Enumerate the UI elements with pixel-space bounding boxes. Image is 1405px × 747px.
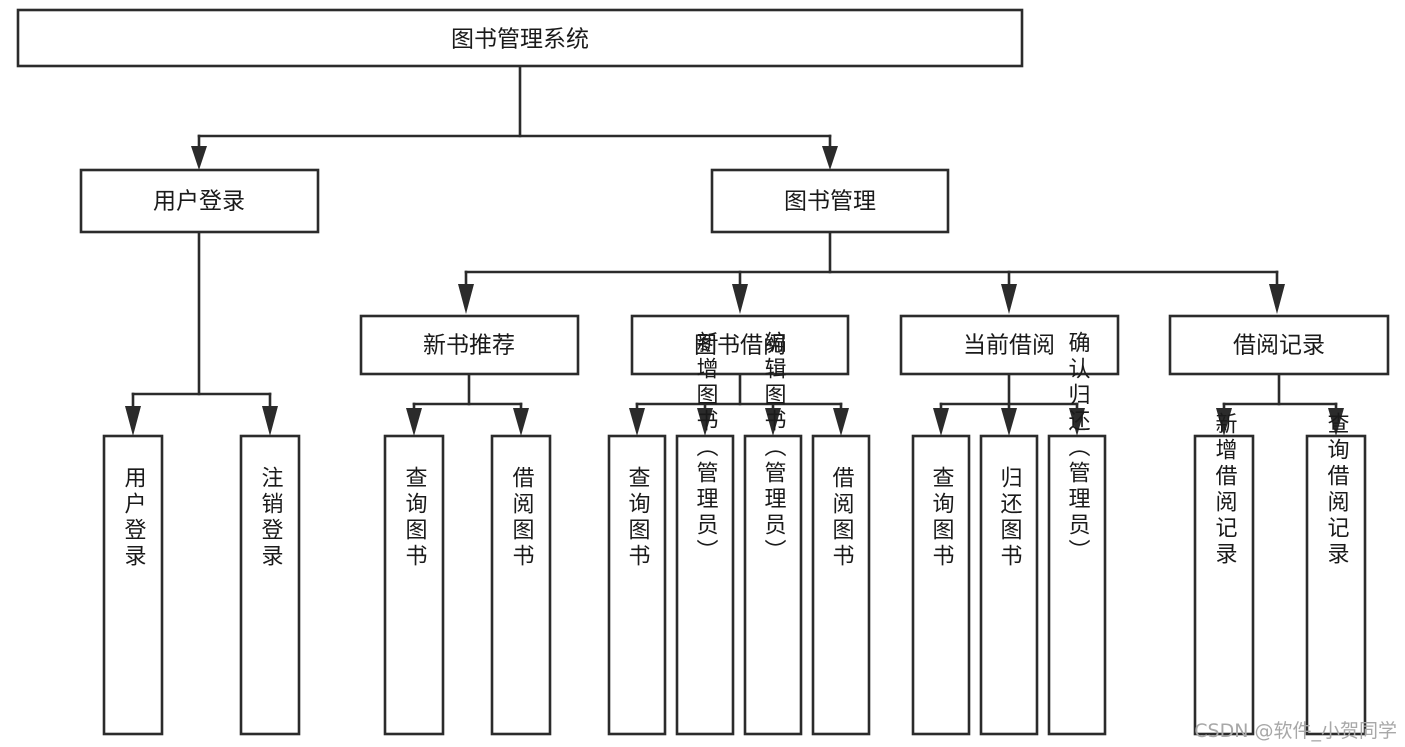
arrow-head-leaf-borrow-book-2 xyxy=(833,408,849,436)
node-leaf-return-book-box[interactable] xyxy=(979,434,1039,736)
node-leaf-borrow-book-1-box[interactable] xyxy=(490,434,552,736)
node-user-login-box[interactable] xyxy=(79,168,320,234)
node-leaf-query-book-2-box[interactable] xyxy=(607,434,667,736)
arrow-head-leaf-edit-book xyxy=(765,408,781,436)
node-book-manage-label: 图书管理 xyxy=(784,189,876,215)
arrow-head-leaf-return-book xyxy=(1001,408,1017,436)
arrow-head-current-borrow xyxy=(1001,284,1017,314)
node-leaf-query-book-3[interactable]: 查询图书 xyxy=(911,434,971,736)
node-leaf-add-book[interactable]: 新增图书（管理员） xyxy=(675,331,735,736)
arrow-head-leaf-query-book-1 xyxy=(406,408,422,436)
node-leaf-query-record-box[interactable] xyxy=(1305,434,1367,736)
node-leaf-add-record-box[interactable] xyxy=(1193,434,1255,736)
arrow-head-book-borrow xyxy=(732,284,748,314)
node-leaf-user-login[interactable]: 用户登录 xyxy=(102,434,164,736)
node-leaf-query-book-2[interactable]: 查询图书 xyxy=(607,434,667,736)
node-leaf-query-record-label: 查询借阅记录 xyxy=(1324,412,1350,568)
node-book-manage[interactable]: 图书管理 xyxy=(710,168,950,234)
arrow-head-book-manage xyxy=(822,146,838,170)
node-user-login-label: 用户登录 xyxy=(153,189,245,215)
node-leaf-add-book-label: 新增图书（管理员） xyxy=(693,331,719,565)
node-leaf-confirm-return[interactable]: 确认归还（管理员） xyxy=(1047,331,1107,736)
node-leaf-edit-book-label: 编辑图书（管理员） xyxy=(761,331,787,565)
arrow-head-leaf-logout-login xyxy=(262,406,278,436)
node-root-box[interactable] xyxy=(16,8,1024,68)
connector-layer xyxy=(125,64,1344,436)
node-leaf-query-book-3-box[interactable] xyxy=(911,434,971,736)
node-leaf-add-book-box[interactable] xyxy=(675,434,735,736)
node-leaf-query-book-1[interactable]: 查询图书 xyxy=(383,434,445,736)
node-leaf-borrow-book-1[interactable]: 借阅图书 xyxy=(490,434,552,736)
node-leaf-confirm-return-box[interactable] xyxy=(1047,434,1107,736)
node-book-manage-box[interactable] xyxy=(710,168,950,234)
node-leaf-borrow-book-2-box[interactable] xyxy=(811,434,871,736)
arrow-head-leaf-query-record xyxy=(1328,408,1344,436)
node-leaf-user-login-label: 用户登录 xyxy=(121,466,147,570)
node-current-borrow[interactable]: 当前借阅 xyxy=(899,314,1120,376)
node-borrow-record[interactable]: 借阅记录 xyxy=(1168,314,1390,376)
node-user-login[interactable]: 用户登录 xyxy=(79,168,320,234)
node-leaf-add-record[interactable]: 新增借阅记录 xyxy=(1193,412,1255,736)
node-leaf-user-login-box[interactable] xyxy=(102,434,164,736)
node-leaf-borrow-book-2[interactable]: 借阅图书 xyxy=(811,434,871,736)
node-root-label: 图书管理系统 xyxy=(451,27,589,53)
node-leaf-query-book-1-box[interactable] xyxy=(383,434,445,736)
arrow-head-leaf-borrow-book-1 xyxy=(513,408,529,436)
node-leaf-logout-login-label: 注销登录 xyxy=(258,466,284,570)
node-borrow-record-label: 借阅记录 xyxy=(1233,333,1325,359)
node-leaf-query-book-3-label: 查询图书 xyxy=(929,466,955,570)
node-leaf-query-book-2-label: 查询图书 xyxy=(625,466,651,570)
node-leaf-return-book-label: 归还图书 xyxy=(997,466,1023,570)
node-new-book-recommend-label: 新书推荐 xyxy=(423,333,515,359)
node-leaf-query-book-1-label: 查询图书 xyxy=(402,466,428,570)
arrow-head-leaf-user-login xyxy=(125,406,141,436)
node-new-book-recommend-box[interactable] xyxy=(359,314,580,376)
node-root[interactable]: 图书管理系统 xyxy=(16,8,1024,68)
node-leaf-return-book[interactable]: 归还图书 xyxy=(979,434,1039,736)
node-leaf-logout-login[interactable]: 注销登录 xyxy=(239,434,301,736)
node-leaf-edit-book-box[interactable] xyxy=(743,434,803,736)
node-book-borrow[interactable]: 图书借阅 xyxy=(630,314,850,376)
node-current-borrow-label: 当前借阅 xyxy=(963,333,1055,359)
node-leaf-query-record[interactable]: 查询借阅记录 xyxy=(1305,412,1367,736)
node-leaf-confirm-return-label: 确认归还（管理员） xyxy=(1065,331,1091,565)
arrow-head-leaf-query-book-3 xyxy=(933,408,949,436)
node-new-book-recommend[interactable]: 新书推荐 xyxy=(359,314,580,376)
node-leaf-add-record-label: 新增借阅记录 xyxy=(1212,412,1238,568)
node-leaf-borrow-book-1-label: 借阅图书 xyxy=(509,466,535,570)
node-leaf-borrow-book-2-label: 借阅图书 xyxy=(829,466,855,570)
arrow-head-new-book-recommend xyxy=(458,284,474,314)
arrow-head-leaf-query-book-2 xyxy=(629,408,645,436)
arrow-head-borrow-record xyxy=(1269,284,1285,314)
arrow-head-leaf-confirm-return xyxy=(1069,408,1085,436)
node-leaf-logout-login-box[interactable] xyxy=(239,434,301,736)
arrow-head-leaf-add-record xyxy=(1216,408,1232,436)
arrow-head-user-login xyxy=(191,146,207,170)
node-borrow-record-box[interactable] xyxy=(1168,314,1390,376)
node-current-borrow-box[interactable] xyxy=(899,314,1120,376)
node-book-borrow-box[interactable] xyxy=(630,314,850,376)
node-leaf-edit-book[interactable]: 编辑图书（管理员） xyxy=(743,331,803,736)
arrow-head-leaf-add-book xyxy=(697,408,713,436)
node-book-borrow-label: 图书借阅 xyxy=(694,333,786,359)
